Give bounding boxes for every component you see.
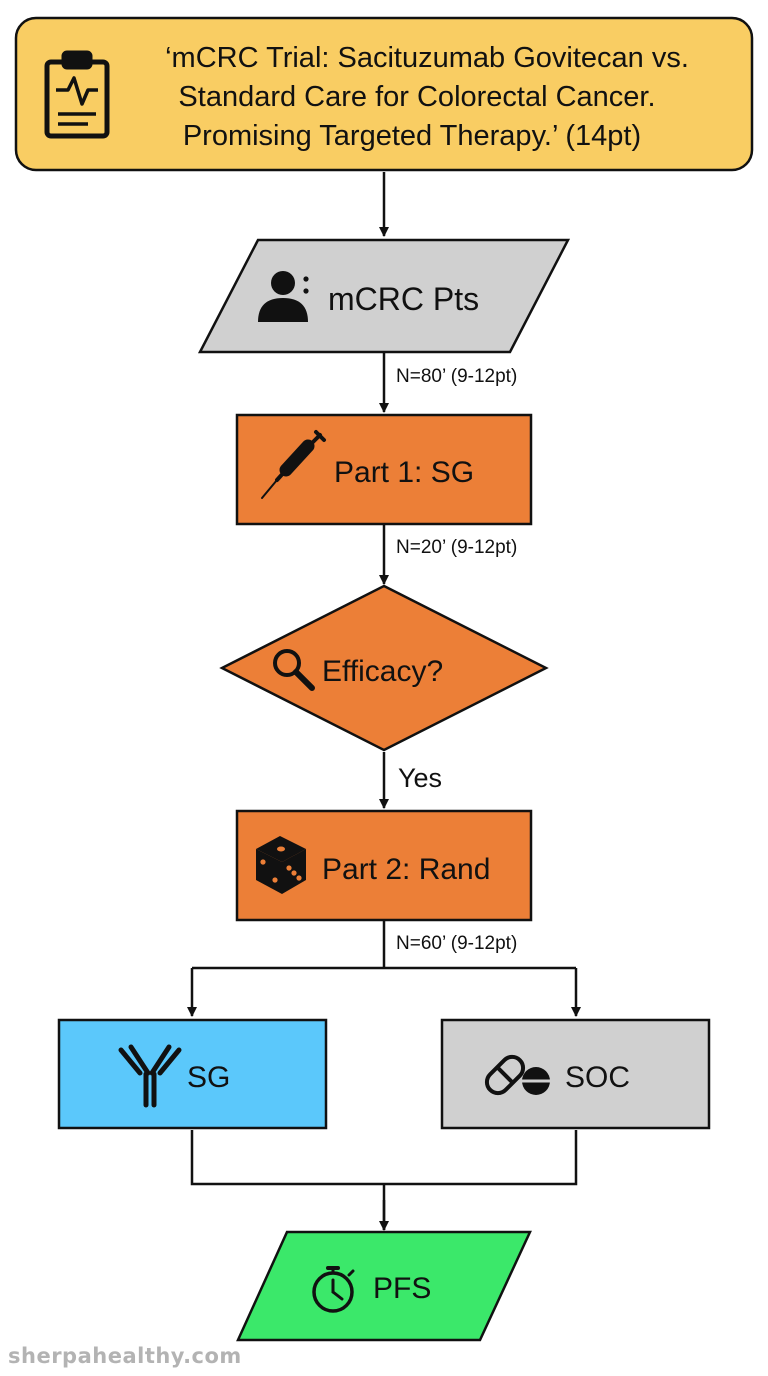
part1-label: Part 1: SG: [334, 456, 474, 489]
part1-node: Part 1: SG: [235, 413, 533, 526]
header-box: [14, 16, 754, 172]
patients-label: mCRC Pts: [328, 281, 479, 317]
antibody-icon: [118, 1044, 182, 1108]
pfs-shape: [236, 1230, 532, 1342]
header-node: ‘mCRC Trial: Sacituzumab Govitecan vs. S…: [14, 16, 754, 172]
pfs-node: PFS: [236, 1230, 532, 1342]
soc-box: [440, 1018, 711, 1130]
edge-label-n20: N=20’ (9-12pt): [396, 537, 517, 558]
stopwatch-icon: [312, 1266, 355, 1313]
header-line-1: ‘mCRC Trial: Sacituzumab Govitecan vs.: [165, 42, 689, 74]
connectors: [187, 172, 581, 1231]
part2-node: Part 2: Rand: [235, 809, 533, 922]
patients-shape: [197, 238, 571, 354]
edge-label-n80: N=80’ (9-12pt): [396, 366, 517, 387]
edge-label-n60: N=60’ (9-12pt): [396, 933, 517, 954]
clipboard-icon: [44, 50, 110, 139]
syringe-icon: [261, 430, 326, 499]
header-line-2: Standard Care for Colorectal Cancer.: [178, 81, 655, 113]
edge-part2-split: [192, 920, 576, 970]
patients-node: mCRC Pts: [197, 238, 571, 354]
magnifier-icon: [273, 649, 315, 691]
pills-icon: [484, 1054, 550, 1096]
sg-node: SG: [57, 1018, 328, 1130]
sg-box: [57, 1018, 328, 1130]
patients-icon: [258, 271, 309, 322]
part2-label: Part 2: Rand: [322, 853, 490, 886]
header-line-3: Promising Targeted Therapy.’ (14pt): [183, 120, 641, 152]
pfs-label: PFS: [373, 1272, 431, 1305]
sg-label: SG: [187, 1061, 230, 1094]
efficacy-shape: [219, 584, 549, 752]
efficacy-label: Efficacy?: [322, 655, 443, 688]
soc-label: SOC: [565, 1061, 630, 1094]
efficacy-node: Efficacy?: [219, 584, 549, 752]
soc-node: SOC: [440, 1018, 711, 1130]
edge-label-yes: Yes: [398, 763, 442, 793]
dice-icon: [256, 836, 306, 894]
watermark: sherpahealthy.com: [8, 1344, 242, 1368]
